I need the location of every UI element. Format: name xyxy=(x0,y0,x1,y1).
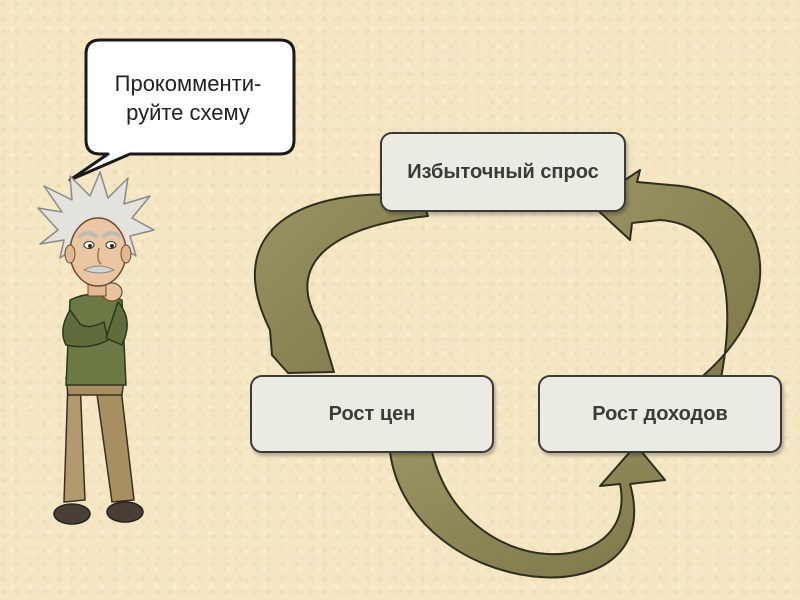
arrow-income-to-demand xyxy=(589,169,762,394)
professor-character-icon xyxy=(37,171,155,525)
speech-bubble-text: Прокомменти-руйте схему xyxy=(114,71,262,125)
node-excess-demand: Избыточный спрос xyxy=(380,132,626,212)
arrow-prices-to-income xyxy=(389,444,666,579)
speech-bubble xyxy=(68,38,296,182)
arrow-demand-to-prices xyxy=(253,193,429,374)
node-price-growth: Рост цен xyxy=(250,375,494,453)
node-income-growth: Рост доходов xyxy=(538,375,782,453)
